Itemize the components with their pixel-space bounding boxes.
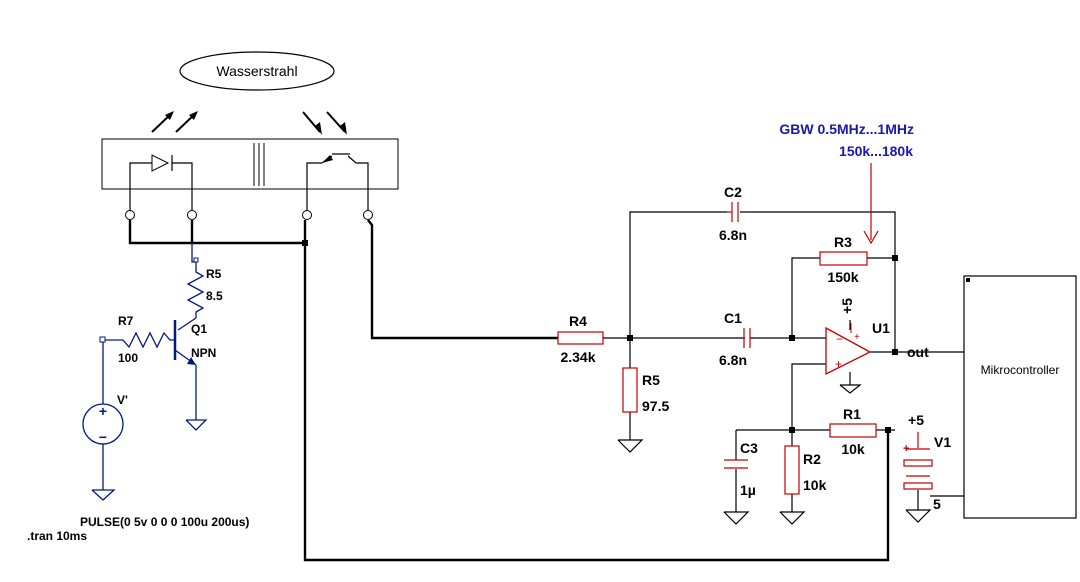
driver-circuit: + − bbox=[82, 243, 208, 501]
r4-value: 2.34k bbox=[560, 349, 595, 365]
c2-value: 6.8n bbox=[719, 227, 747, 243]
water-jet-ellipse: Wasserstrahl bbox=[179, 51, 335, 91]
v-source-name: V' bbox=[117, 393, 128, 407]
r4-resistor bbox=[557, 331, 604, 345]
sensor-terminals bbox=[125, 210, 373, 220]
tran-directive: .tran 10ms bbox=[27, 529, 87, 543]
out-label: out bbox=[907, 344, 929, 360]
v1-supply: +5 bbox=[908, 412, 924, 428]
r4-name: R4 bbox=[569, 313, 587, 329]
r1-resistor bbox=[829, 423, 877, 438]
c3-capacitor bbox=[723, 459, 750, 525]
u1-name: U1 bbox=[872, 320, 890, 336]
phototransistor-icon bbox=[306, 153, 369, 213]
r5-shunt-ground bbox=[617, 439, 644, 453]
gbw-annotation: GBW 0.5MHz...1MHz bbox=[779, 121, 914, 137]
filter-wiring bbox=[603, 211, 964, 512]
v1-battery: + bbox=[903, 432, 964, 523]
emitted-light-arrows-icon bbox=[151, 111, 198, 133]
r5-driver-value: 8.5 bbox=[206, 289, 223, 303]
q1-type: NPN bbox=[191, 346, 216, 360]
c3-name: C3 bbox=[740, 440, 758, 456]
r3-name: R3 bbox=[834, 234, 852, 250]
optocoupler-housing bbox=[101, 138, 399, 190]
r5-shunt-resistor bbox=[622, 367, 638, 413]
c1-name: C1 bbox=[724, 310, 742, 326]
sensor-wiring bbox=[128, 219, 890, 562]
q1-name: Q1 bbox=[191, 322, 207, 336]
svg-text:+: + bbox=[854, 332, 860, 343]
opamp-u1: − + + bbox=[825, 323, 872, 394]
r7-name: R7 bbox=[118, 314, 134, 328]
r1-name: R1 bbox=[843, 406, 861, 422]
resistor-range-annotation: 150k...180k bbox=[839, 143, 913, 159]
r3-feedback-resistor bbox=[819, 251, 868, 266]
r7-value: 100 bbox=[118, 351, 138, 365]
v1-value: 5 bbox=[933, 496, 941, 512]
r1-value: 10k bbox=[841, 441, 865, 457]
svg-text:+: + bbox=[903, 443, 909, 455]
sensor-label: Wasserstrahl bbox=[216, 63, 297, 79]
r2-value: 10k bbox=[803, 477, 827, 493]
r3-value: 150k bbox=[827, 269, 858, 285]
pulse-directive: PULSE(0 5v 0 0 0 100u 200us) bbox=[80, 515, 249, 529]
svg-text:−: − bbox=[99, 429, 107, 445]
svg-text:+: + bbox=[99, 403, 107, 419]
u1-supply: +5 bbox=[839, 298, 855, 314]
mcu-label: Mikrocontroller bbox=[981, 363, 1060, 377]
led-diode-icon bbox=[129, 154, 193, 213]
r5-shunt-name: R5 bbox=[642, 372, 660, 388]
svg-text:−: − bbox=[836, 332, 843, 346]
v1-name: V1 bbox=[934, 434, 951, 450]
svg-text:+: + bbox=[835, 357, 842, 371]
gbw-annotation-arrow bbox=[863, 163, 879, 245]
c2-name: C2 bbox=[724, 184, 742, 200]
r2-resistor bbox=[779, 445, 806, 525]
received-light-arrows-icon bbox=[302, 111, 347, 135]
c1-value: 6.8n bbox=[719, 352, 747, 368]
c3-value: 1µ bbox=[740, 482, 756, 498]
microcontroller-block: Mikrocontroller bbox=[963, 275, 1077, 519]
c1-capacitor bbox=[743, 328, 751, 348]
r2-name: R2 bbox=[803, 451, 821, 467]
r5-driver-name: R5 bbox=[206, 267, 222, 281]
r5-shunt-value: 97.5 bbox=[642, 398, 669, 414]
c2-capacitor bbox=[727, 202, 739, 222]
